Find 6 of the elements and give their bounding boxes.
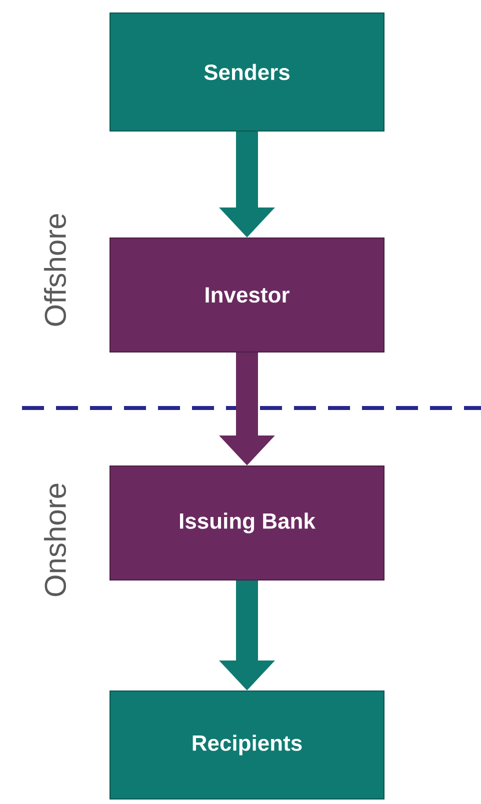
process-box: Senders: [110, 12, 384, 132]
side-label: Onshore: [44, 484, 66, 596]
process-box: Issuing Bank: [110, 466, 384, 580]
side-label: Offshore: [44, 214, 66, 326]
process-box: Investor: [110, 238, 384, 352]
process-box: Recipients: [110, 690, 384, 800]
